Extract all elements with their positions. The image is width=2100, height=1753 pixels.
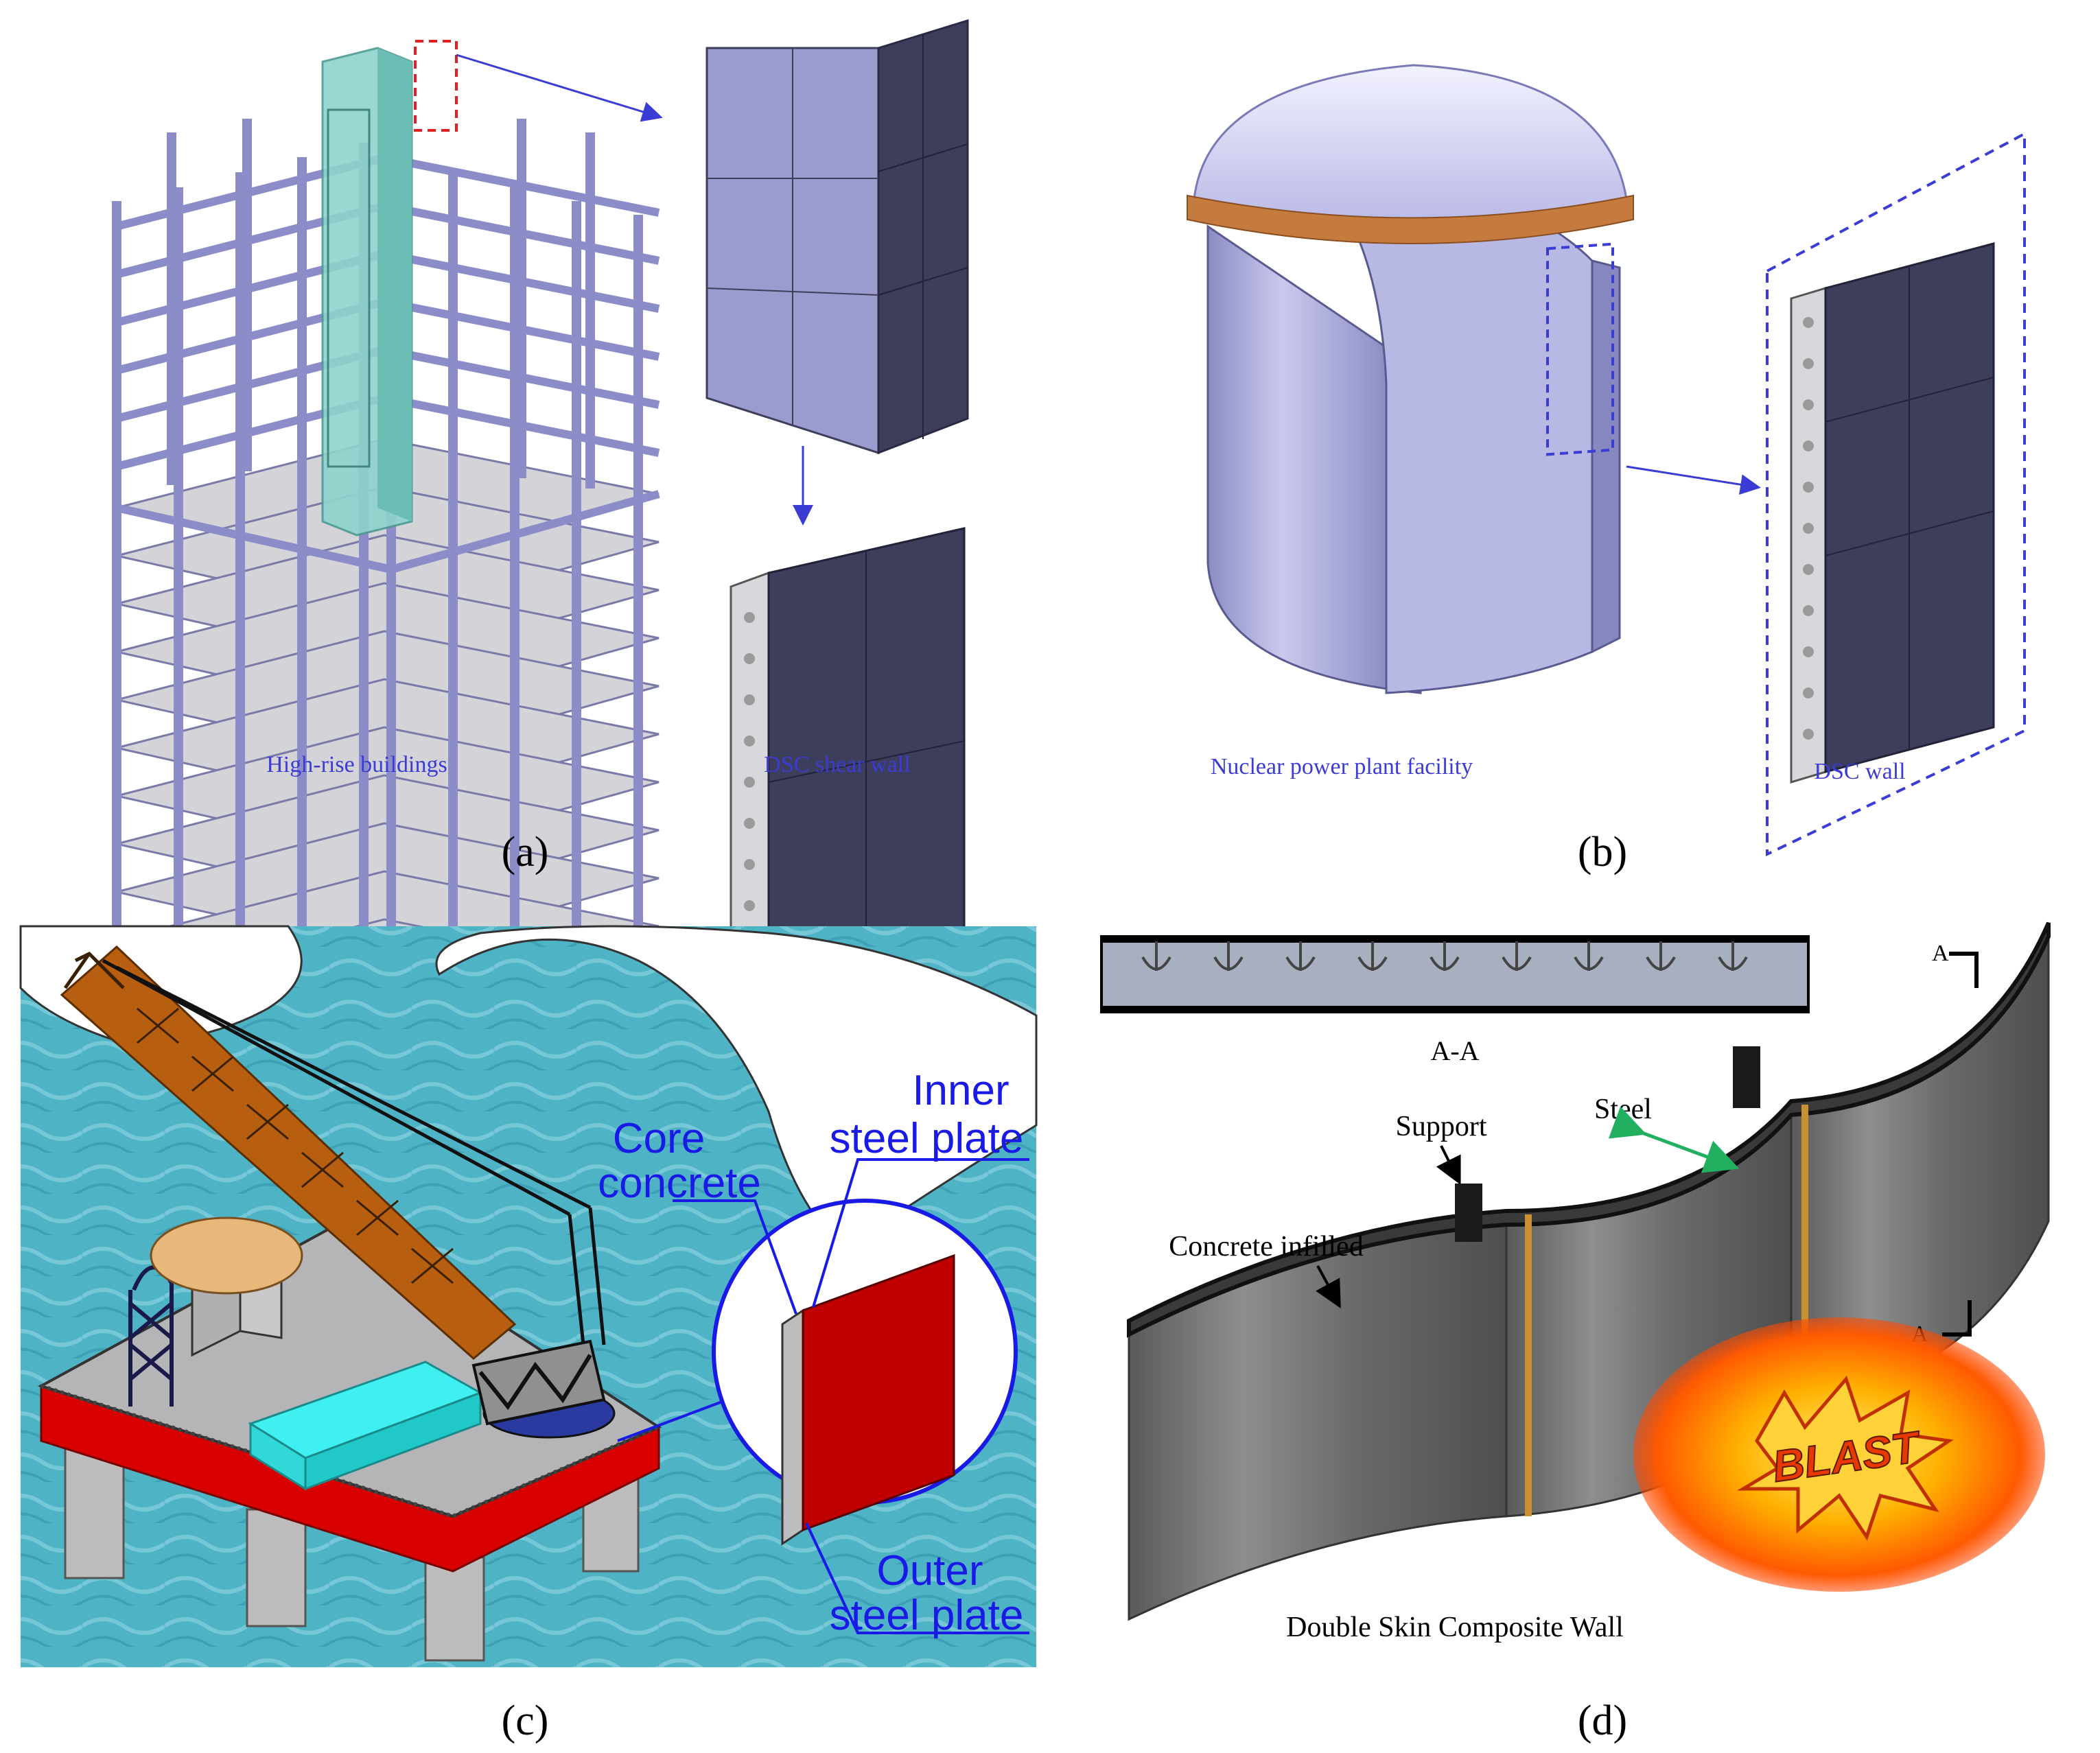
island-right [435, 925, 1038, 1250]
wall-detail-circle [712, 1199, 1018, 1546]
core-concrete-label-2: concrete [598, 1160, 761, 1207]
helideck [150, 1216, 303, 1295]
containment-to-wall-arrow [1626, 465, 1761, 495]
outer-steel-plate-layer [802, 1254, 955, 1532]
building-core-wall [321, 47, 413, 537]
inner-plate-label-2: steel plate [830, 1115, 1024, 1162]
dsc-wall-panel [1766, 131, 2026, 857]
dsc-shear-wall-caption: DSC shear wall [764, 752, 910, 777]
blast-burst: BLAST [1633, 1317, 2045, 1592]
panel-c-callouts [673, 1158, 1029, 1634]
crane [60, 945, 616, 1439]
panel-b: Nuclear power plant facility DSC wall (b… [1187, 64, 2026, 875]
dsc-shear-wall-corner [705, 19, 969, 455]
steel-joint-right [1801, 1105, 1808, 1407]
offshore-platform [37, 945, 728, 1662]
section-title: A-A [1430, 1035, 1479, 1066]
inner-plate-label-1: Inner [912, 1067, 1009, 1114]
core-detail-marker [414, 40, 458, 132]
panel-b-label: (b) [1578, 829, 1627, 875]
support-left [1455, 1184, 1482, 1242]
nuclear-plant-caption: Nuclear power plant facility [1211, 754, 1473, 779]
panel-c: Core concrete Inner steel plate Outer st… [19, 925, 1038, 1744]
core-concrete-layer [781, 1308, 804, 1546]
platform-to-detail-leader [617, 1398, 728, 1442]
containment-ring [1187, 194, 1634, 244]
concrete-infilled-label: Concrete infilled [1169, 1231, 1363, 1262]
steel-label: Steel [1594, 1094, 1652, 1125]
steel-joint-left [1525, 1214, 1532, 1516]
high-rise-caption-visible: High-rise buildings [266, 752, 447, 777]
core-concrete-label-1: Core [613, 1115, 705, 1162]
double-skin-composite-wall [1127, 921, 2051, 1621]
dsc-shear-wall-panel [730, 527, 966, 1017]
concrete-infill-top [1127, 921, 2051, 1338]
support-right [1733, 1046, 1760, 1108]
panel-d-label: (d) [1578, 1697, 1627, 1744]
dsc-wall-caption: DSC wall [1814, 759, 1905, 784]
core-to-wall-arrow [456, 54, 663, 122]
outer-plate-label-2: steel plate [830, 1592, 1024, 1639]
wall-caption: Double Skin Composite Wall [1286, 1612, 1624, 1643]
section-mark-top-text: A [1932, 941, 1949, 966]
support-label: Support [1395, 1111, 1486, 1142]
section-mark-top: A [1932, 941, 1979, 988]
containment-dome [1193, 64, 1628, 228]
panel-d: A-A A A Support Steel [1100, 921, 2051, 1744]
panel-a-label: (a) [502, 829, 549, 875]
nuclear-containment-structure [1187, 64, 1761, 694]
outer-plate-label-1: Outer [876, 1547, 983, 1595]
containment-detail-marker [1546, 242, 1614, 456]
section-a-a: A-A [1100, 935, 1810, 1066]
panel-c-label: (c) [502, 1697, 549, 1744]
